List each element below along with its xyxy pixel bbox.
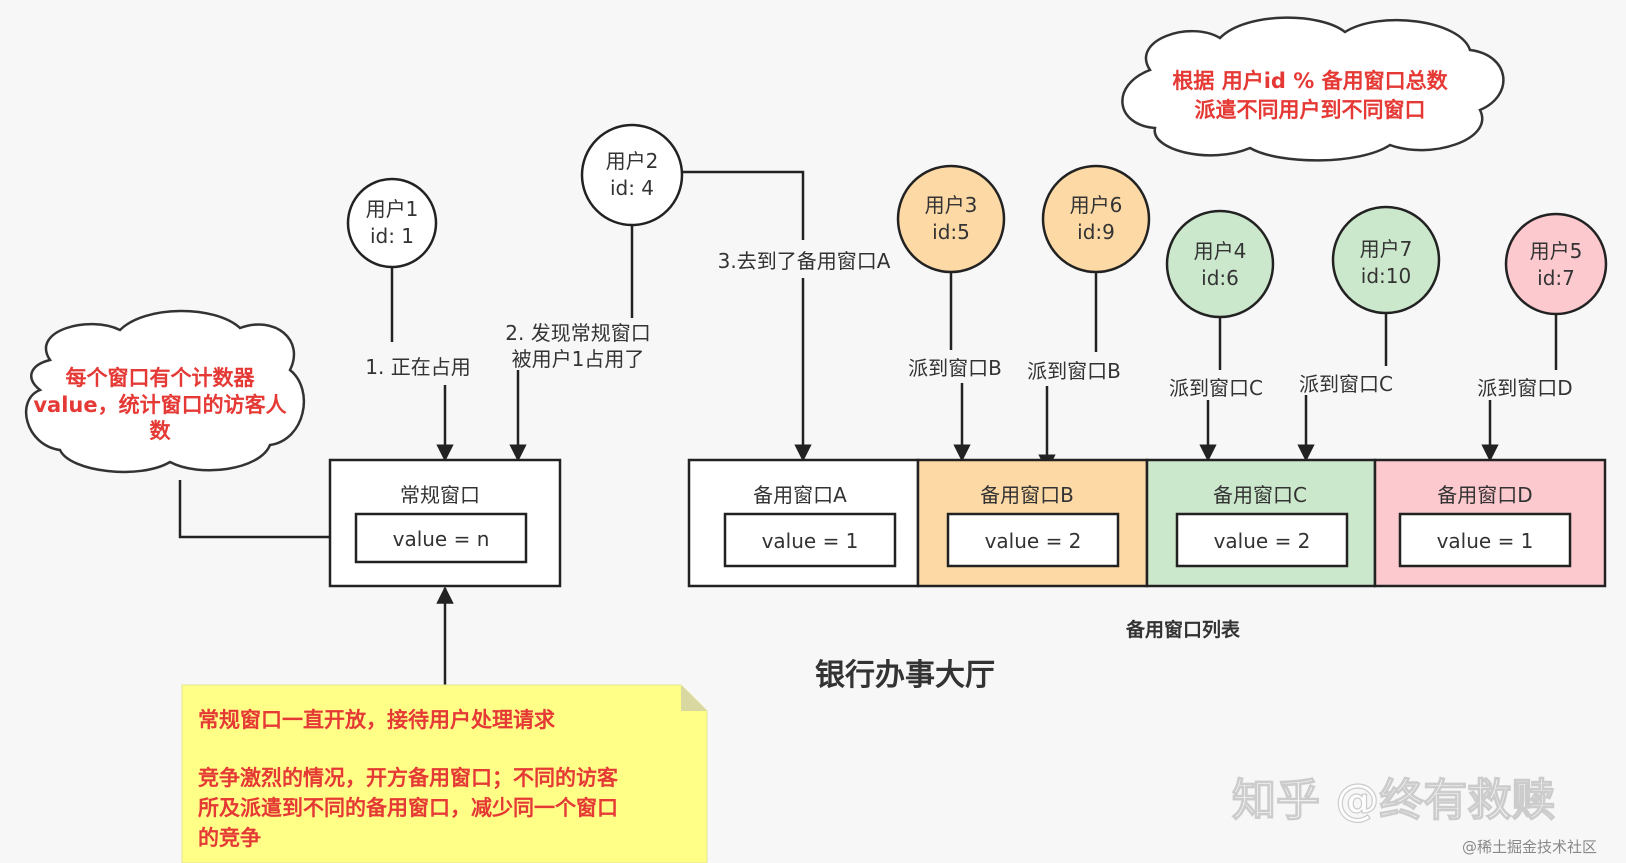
edge-user2-to-a xyxy=(682,170,805,240)
label-user6-dispatch: 派到窗口B xyxy=(1027,359,1121,383)
user-name: 用户6 xyxy=(1070,193,1123,217)
user-id: id:5 xyxy=(932,220,970,244)
user-id: id:7 xyxy=(1537,266,1575,290)
backup-window-value: value = 1 xyxy=(762,529,859,553)
user-node-1: 用户1 id: 1 xyxy=(346,177,438,269)
user-node-3: 用户3 id:5 xyxy=(896,164,1006,274)
user-name: 用户4 xyxy=(1194,239,1247,263)
label-user7-dispatch: 派到窗口C xyxy=(1299,372,1393,396)
user-name: 用户1 xyxy=(366,197,419,221)
backup-window-value-box xyxy=(1398,512,1572,568)
label-found-line1: 2. 发现常规窗口 xyxy=(505,321,650,345)
cloud-counter-line2: value，统计窗口的访客人 xyxy=(33,393,286,417)
user-name: 用户5 xyxy=(1530,239,1583,263)
user-node-4: 用户4 id:6 xyxy=(1165,209,1275,319)
user-node-6: 用户6 id:9 xyxy=(1041,164,1151,274)
watermark-sub: @稀土掘金技术社区 xyxy=(1462,838,1597,856)
label-found-line2: 被用户1占用了 xyxy=(512,347,645,371)
user-id: id: 4 xyxy=(610,176,654,200)
backup-window-d: 备用窗口D value = 1 xyxy=(1373,458,1607,588)
user-node-7: 用户7 id:10 xyxy=(1331,205,1441,315)
sticky-note: 常规窗口一直开放，接待用户处理请求 竞争激烈的情况，开方备用窗口；不同的访客 所… xyxy=(181,684,708,863)
note-line2: 竞争激烈的情况，开方备用窗口；不同的访客 xyxy=(198,766,619,790)
label-occupying: 1. 正在占用 xyxy=(365,355,470,379)
user-name: 用户7 xyxy=(1360,237,1413,261)
regular-window-value: value = n xyxy=(393,527,490,551)
backup-window-value-box xyxy=(946,512,1120,568)
hall-title: 银行办事大厅 xyxy=(815,658,995,693)
backup-window-title: 备用窗口C xyxy=(1213,483,1307,507)
cloud-counter-line3: 数 xyxy=(150,419,172,443)
label-go-backup: 3.去到了备用窗口A xyxy=(718,249,891,273)
note-line3: 所及派遣到不同的备用窗口，减少同一个窗口 xyxy=(198,796,618,820)
watermark-main: 知乎 @终有救赎 xyxy=(1232,775,1555,826)
user-id: id:10 xyxy=(1361,264,1411,288)
cloud-counter-note: 每个窗口有个计数器 value，统计窗口的访客人 数 xyxy=(24,309,306,474)
user-node-2: 用户2 id: 4 xyxy=(580,123,684,227)
label-user4-dispatch: 派到窗口C xyxy=(1169,376,1263,400)
backup-list-title: 备用窗口列表 xyxy=(1125,618,1241,641)
regular-window: 常规窗口 value = n xyxy=(328,458,562,588)
cloud-dispatch-line2: 派遣不同用户到不同窗口 xyxy=(1195,98,1426,122)
backup-window-title: 备用窗口D xyxy=(1437,483,1532,507)
backup-window-value: value = 2 xyxy=(1214,529,1311,553)
user-name: 用户2 xyxy=(606,149,659,173)
backup-window-value-box xyxy=(1175,512,1349,568)
regular-window-title: 常规窗口 xyxy=(400,483,480,507)
regular-window-value-box xyxy=(354,512,528,564)
backup-window-list: 备用窗口A value = 1 备用窗口B value = 2 备用窗口C va… xyxy=(687,458,1607,641)
note-line1: 常规窗口一直开放，接待用户处理请求 xyxy=(198,708,555,732)
backup-window-value: value = 1 xyxy=(1437,529,1534,553)
label-user3-dispatch: 派到窗口B xyxy=(908,356,1002,380)
user-id: id: 1 xyxy=(370,224,414,248)
backup-window-a: 备用窗口A value = 1 xyxy=(687,458,920,588)
user-id: id:9 xyxy=(1077,220,1115,244)
edge-labels: 1. 正在占用 2. 发现常规窗口 被用户1占用了 3.去到了备用窗口A 派到窗… xyxy=(352,244,1573,400)
user-node-5: 用户5 id:7 xyxy=(1504,212,1608,316)
edge-cloud-to-value xyxy=(178,480,355,546)
backup-window-title: 备用窗口B xyxy=(980,483,1074,507)
cloud-counter-line1: 每个窗口有个计数器 xyxy=(66,366,256,390)
backup-window-b: 备用窗口B value = 2 xyxy=(916,458,1149,588)
cloud-dispatch-rule: 根据 用户id % 备用窗口总数 派遣不同用户到不同窗口 xyxy=(1121,16,1505,162)
user-id: id:6 xyxy=(1201,266,1239,290)
backup-window-title: 备用窗口A xyxy=(753,483,847,507)
note-line4: 的竞争 xyxy=(198,826,261,850)
label-user5-dispatch: 派到窗口D xyxy=(1477,376,1572,400)
backup-window-value-box xyxy=(723,512,897,568)
user-name: 用户3 xyxy=(925,193,978,217)
edges xyxy=(178,170,1558,685)
backup-window-value: value = 2 xyxy=(985,529,1082,553)
cloud-dispatch-line1: 根据 用户id % 备用窗口总数 xyxy=(1172,69,1448,93)
backup-window-c: 备用窗口C value = 2 xyxy=(1145,458,1377,588)
user-nodes: 用户1 id: 1 用户2 id: 4 用户3 id:5 用户6 id:9 用户… xyxy=(346,123,1608,319)
